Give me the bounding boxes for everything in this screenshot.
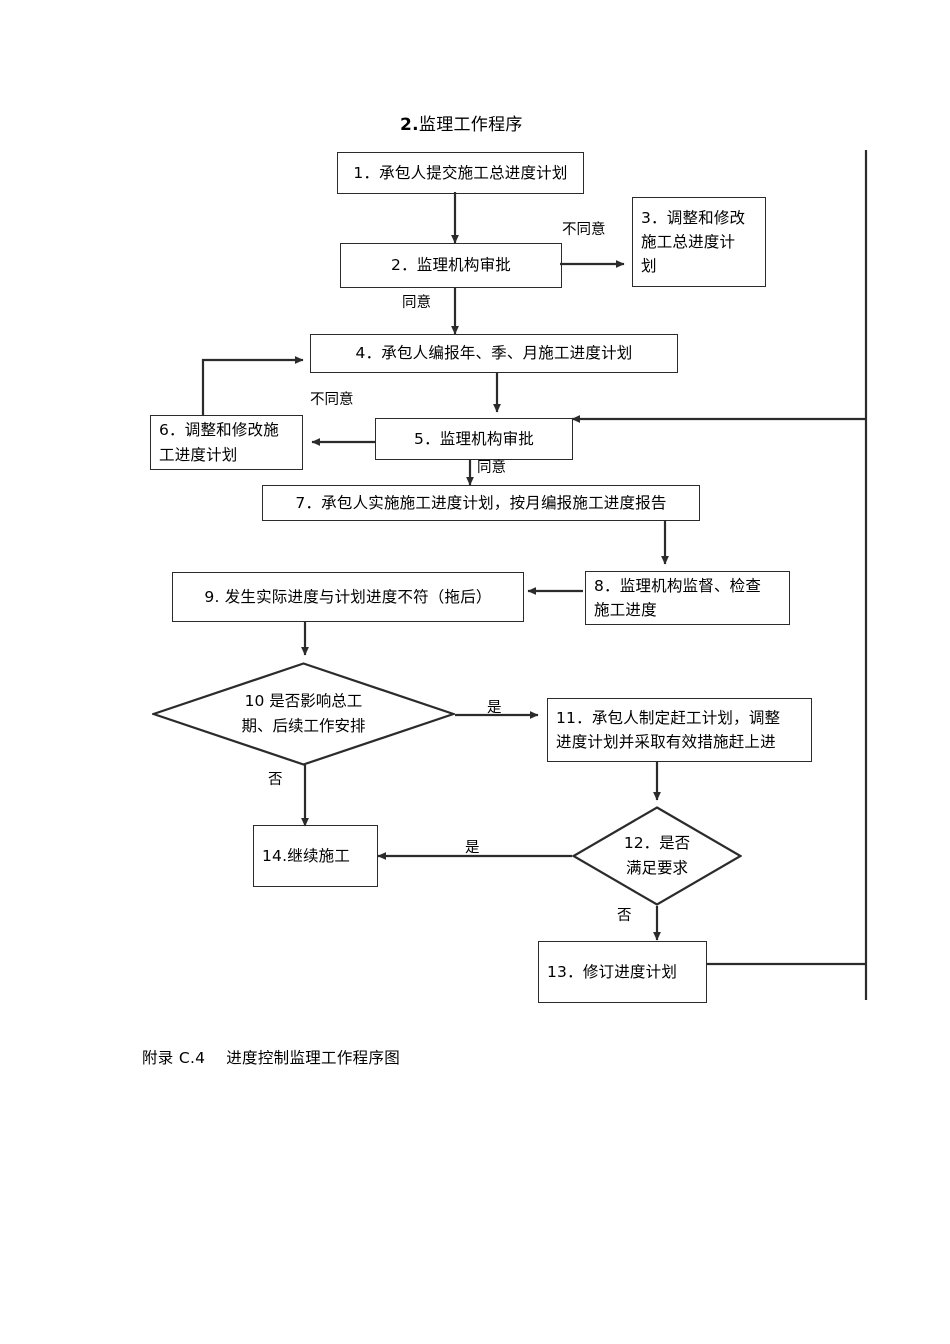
- edge-label-n12-no: 否: [617, 908, 632, 924]
- node-5-label: 5．监理机构审批: [414, 429, 534, 448]
- node-9-actual-progress-deviates-from-plan[interactable]: 9. 发生实际进度与计划进度不符（拖后）: [172, 572, 524, 622]
- node-5-supervisor-approval[interactable]: 5．监理机构审批: [375, 418, 573, 460]
- node-14-label: 14.继续施工: [262, 846, 351, 865]
- node-7-label: 7．承包人实施施工进度计划，按月编报施工进度报告: [295, 493, 667, 512]
- edge-label-n10-yes: 是: [487, 700, 502, 716]
- node-12-label: 12．是否 满足要求: [623, 834, 691, 877]
- edge-label-n5-disagree: 不同意: [310, 392, 354, 408]
- node-11-label: 11．承包人制定赶工计划，调整 进度计划并采取有效措施赶上进: [556, 708, 781, 751]
- node-8-label: 8．监理机构监督、检查 施工进度: [594, 576, 762, 619]
- node-14-continue-construction[interactable]: 14.继续施工: [253, 825, 378, 887]
- node-11-contractor-makes-catchup-plan[interactable]: 11．承包人制定赶工计划，调整 进度计划并采取有效措施赶上进: [547, 698, 812, 762]
- node-8-supervisor-monitors-inspects-progress[interactable]: 8．监理机构监督、检查 施工进度: [585, 571, 790, 625]
- node-1-contractor-submits-master-schedule[interactable]: 1．承包人提交施工总进度计划: [337, 152, 584, 194]
- node-1-label: 1．承包人提交施工总进度计划: [353, 163, 568, 182]
- node-3-adjust-revise-master-schedule[interactable]: 3．调整和修改 施工总进度计 划: [632, 197, 766, 287]
- node-13-label: 13．修订进度计划: [547, 962, 678, 981]
- figure-caption: 附录 C.4 进度控制监理工作程序图: [142, 1049, 401, 1067]
- node-9-label: 9. 发生实际进度与计划进度不符（拖后）: [204, 587, 492, 606]
- page-title-number: 2.: [400, 115, 419, 135]
- node-2-supervisor-approval[interactable]: 2．监理机构审批: [340, 243, 562, 288]
- node-4-contractor-reports-annual-quarterly-monthly-schedule[interactable]: 4．承包人编报年、季、月施工进度计划: [310, 334, 678, 373]
- node-10-diamond-shape: [150, 662, 457, 766]
- edge-label-n2-agree: 同意: [402, 295, 431, 311]
- node-10-label: 10 是否影响总工 期、后续工作安排: [241, 692, 366, 735]
- edge-n6-to-n4: [201, 356, 304, 415]
- edge-label-n2-disagree: 不同意: [562, 222, 606, 238]
- node-13-revise-schedule[interactable]: 13．修订进度计划: [538, 941, 707, 1003]
- node-12-meets-requirements-decision[interactable]: 12．是否 满足要求: [571, 806, 743, 906]
- node-4-label: 4．承包人编报年、季、月施工进度计划: [355, 344, 633, 363]
- node-3-label: 3．调整和修改 施工总进度计 划: [641, 208, 746, 275]
- edge-label-n12-yes: 是: [465, 840, 480, 856]
- page-title: 2.监理工作程序: [400, 110, 523, 135]
- node-6-adjust-revise-construction-schedule[interactable]: 6．调整和修改施 工进度计划: [150, 415, 303, 470]
- node-6-label: 6．调整和修改施 工进度计划: [159, 421, 279, 464]
- page-title-text: 监理工作程序: [418, 115, 523, 135]
- edge-label-n5-agree: 同意: [477, 460, 506, 476]
- node-2-label: 2．监理机构审批: [391, 256, 511, 275]
- node-7-contractor-implements-schedule-monthly-report[interactable]: 7．承包人实施施工进度计划，按月编报施工进度报告: [262, 485, 700, 521]
- node-12-diamond-shape: [571, 806, 743, 906]
- edge-label-n10-no: 否: [268, 772, 283, 788]
- node-10-affects-total-duration-decision[interactable]: 10 是否影响总工 期、后续工作安排: [150, 662, 457, 766]
